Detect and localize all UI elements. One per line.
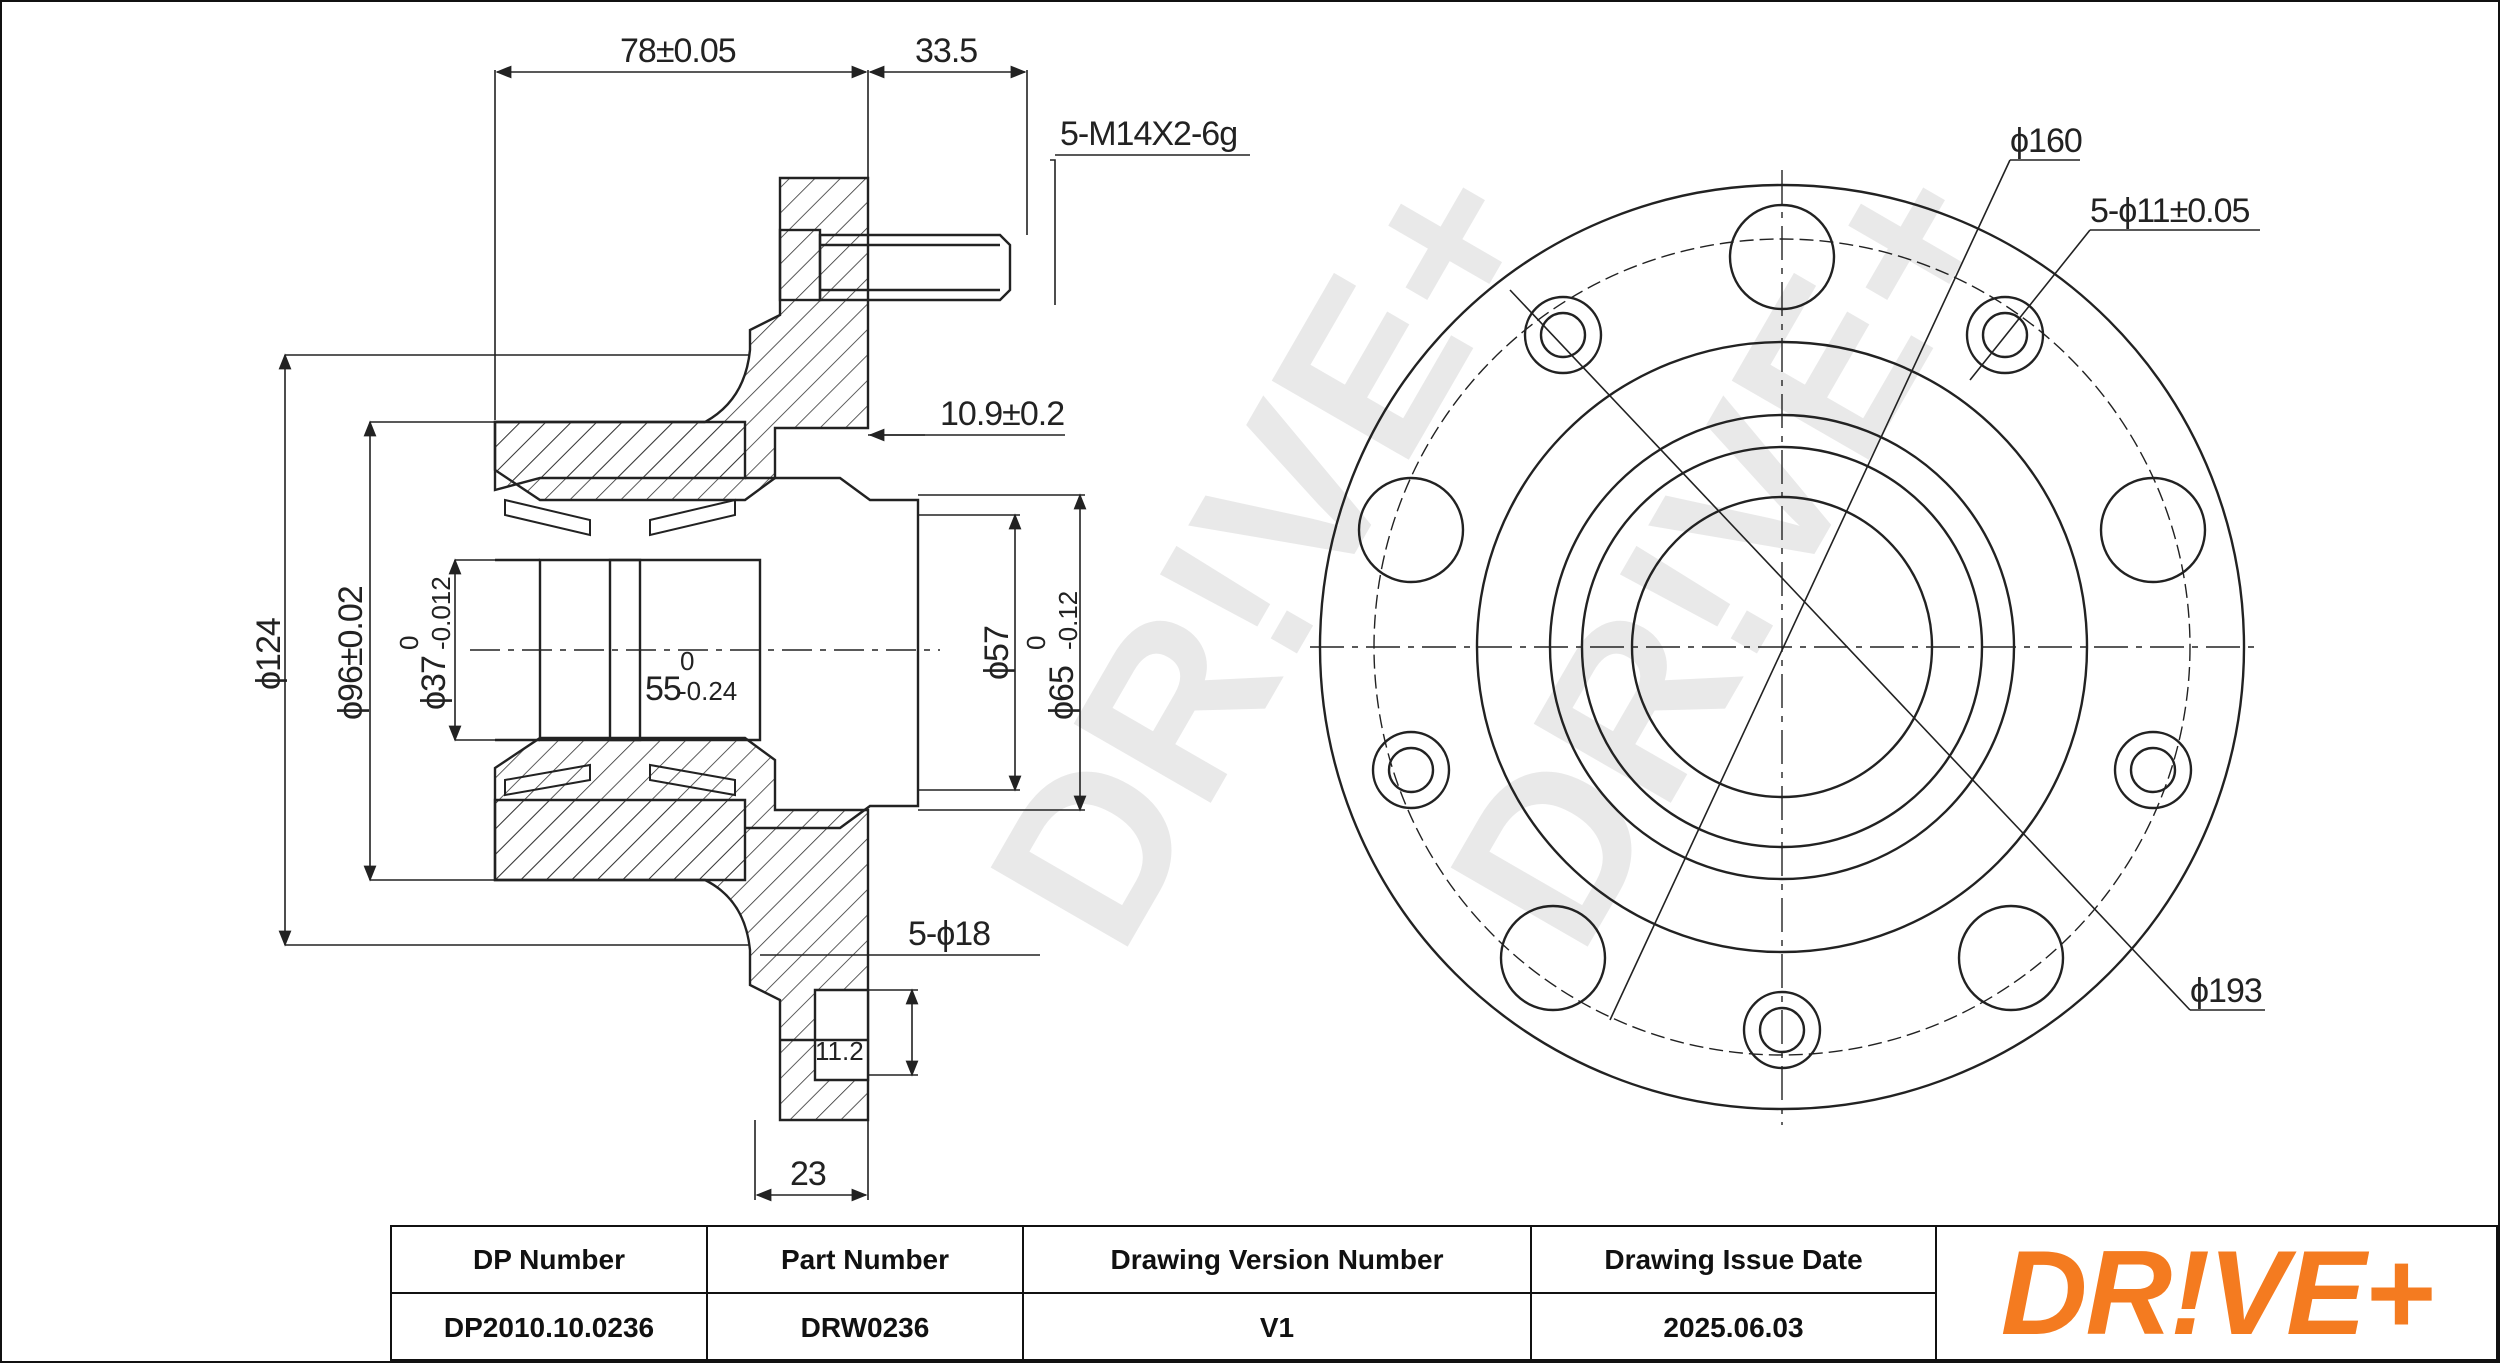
dim-dia-65: ϕ65 [1043, 666, 1081, 720]
value-version: V1 [1024, 1294, 1532, 1361]
hub-section-view [470, 176, 1012, 1122]
dim-dia-37: ϕ37 [415, 656, 453, 710]
dim-dia-37-tol-upper: 0 [394, 636, 424, 650]
dim-stud-thread: 5-M14X2-6g [1060, 115, 1237, 153]
hub-front-view [1310, 159, 2265, 1125]
value-dp-number: DP2010.10.0236 [392, 1294, 708, 1361]
header-version: Drawing Version Number [1024, 1227, 1532, 1294]
title-block: DP Number Part Number Drawing Version Nu… [390, 1225, 2498, 1361]
dim-bore-55: 55 [645, 670, 681, 708]
dim-23: 23 [790, 1155, 826, 1193]
brand-logo: DR!VE+ [1937, 1226, 2496, 1360]
dim-holes-11: 5-ϕ11±0.05 [2090, 192, 2249, 230]
dim-dia-65-tol-lower: -0.12 [1053, 591, 1083, 650]
section-dimension-lines [278, 65, 1250, 1202]
dim-dia-37-tol-lower: -0.012 [426, 576, 456, 650]
value-issue-date: 2025.06.03 [1532, 1294, 1937, 1361]
header-dp-number: DP Number [392, 1227, 708, 1294]
dim-dia-65-tol-upper: 0 [1021, 636, 1051, 650]
header-part-number: Part Number [708, 1227, 1024, 1294]
dim-dia-96: ϕ96±0.02 [332, 586, 370, 720]
dim-33-5: 33.5 [915, 32, 977, 70]
dim-dia-57: ϕ57 [978, 626, 1016, 680]
dim-dia-160: ϕ160 [2010, 122, 2082, 160]
dim-bore-55-tol-lower: -0.24 [678, 676, 737, 706]
dim-holes-18: 5-ϕ18 [908, 915, 990, 953]
dim-11-2: 11.2 [815, 1036, 864, 1066]
dim-bore-55-tol-upper: 0 [680, 646, 694, 676]
dim-78: 78±0.05 [620, 32, 736, 70]
brand-logo-text: DR!VE+ [2000, 1226, 2434, 1360]
dim-dia-124: ϕ124 [250, 618, 288, 690]
header-issue-date: Drawing Issue Date [1532, 1227, 1937, 1294]
dim-10-9: 10.9±0.2 [940, 395, 1064, 433]
value-part-number: DRW0236 [708, 1294, 1024, 1361]
dim-dia-193: ϕ193 [2190, 972, 2262, 1010]
